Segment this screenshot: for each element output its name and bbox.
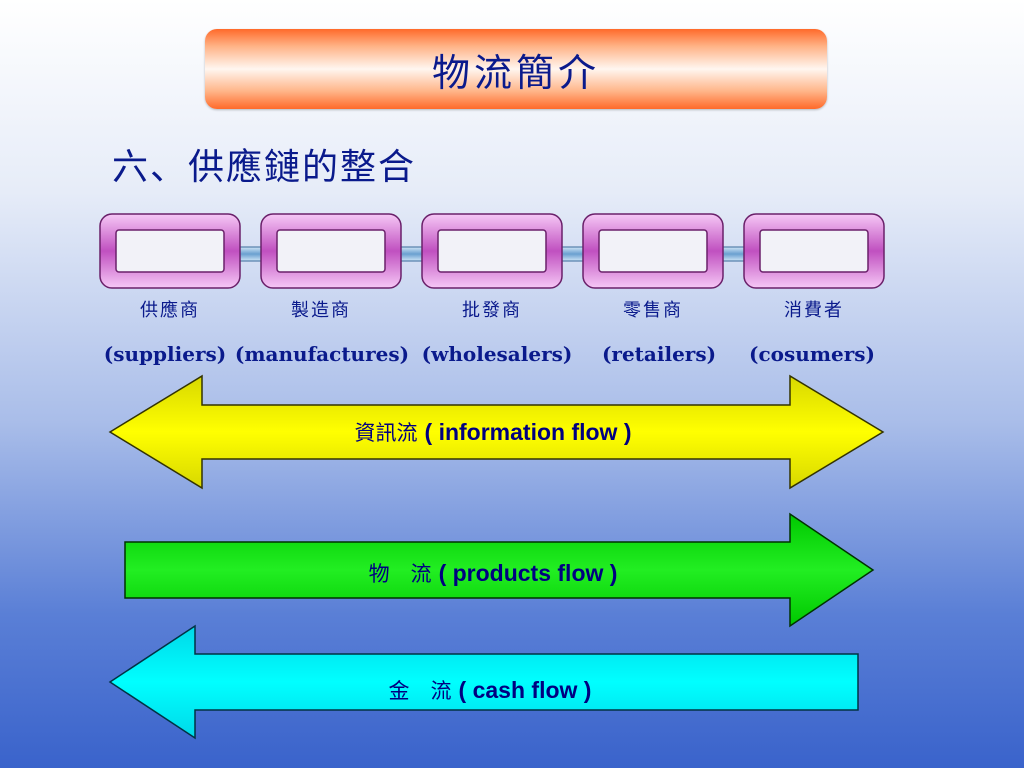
chain-link-consumers [743,213,885,289]
products-flow-label-en: ( products flow ) [438,560,618,586]
chain-link-suppliers [99,213,241,289]
stage-label-wholesalers-en: (wholesalers) [421,342,573,366]
stage-label-manufactures-en: (manufactures) [234,342,410,366]
cash-flow-label: 金 流 ( cash flow ) [389,675,592,705]
stage-label-suppliers-zh: 供應商 [140,300,200,321]
title-banner: 物流簡介 [205,29,827,109]
products-flow-label: 物 流 ( products flow ) [369,558,618,588]
stage-label-wholesalers-zh: 批發商 [462,300,522,321]
section-subtitle: 六、供應鏈的整合 [112,147,417,188]
information-flow-arrow [108,374,885,490]
cash-flow-label-en: ( cash flow ) [458,677,592,703]
stage-label-retailers-en: (retailers) [601,342,717,366]
chain-link-retailers [582,213,724,289]
information-flow-label-en: ( information flow ) [424,419,632,445]
stage-label-consumers-zh: 消費者 [784,300,844,321]
page-title: 物流簡介 [431,50,600,95]
products-flow-arrow [124,512,875,628]
information-flow-label: 資訊流 ( information flow ) [355,417,632,447]
stage-label-manufactures-zh: 製造商 [291,300,351,321]
chain-link-manufactures [260,213,402,289]
stage-label-consumers-en: (cosumers) [749,342,875,366]
stage-label-retailers-zh: 零售商 [623,300,683,321]
chain-link-wholesalers [421,213,563,289]
stage-label-suppliers-en: (suppliers) [103,342,227,366]
information-flow-label-zh: 資訊流 [354,421,418,445]
cash-flow-arrow [108,624,859,740]
chain-links [99,213,885,289]
cash-flow-label-zh: 金 流 [388,679,452,703]
products-flow-label-zh: 物 流 [368,562,432,586]
